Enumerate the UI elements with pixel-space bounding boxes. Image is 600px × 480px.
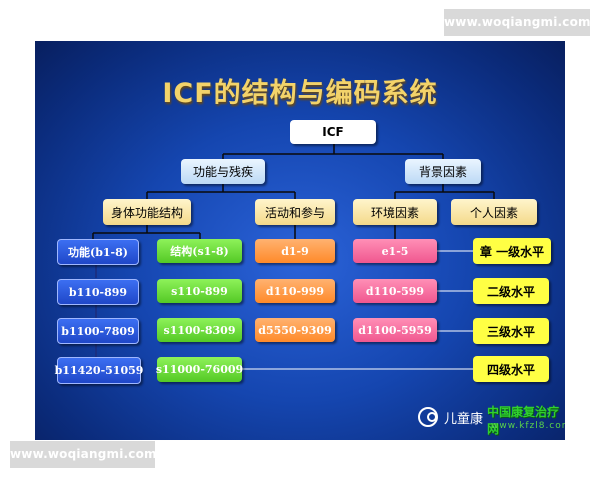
activity-level2: d110-999 bbox=[255, 279, 335, 303]
watermark-bottom: www.woqiangmi.com bbox=[10, 441, 157, 468]
environment-level3: d1100-5959 bbox=[353, 318, 437, 342]
level-label-4: 四级水平 bbox=[473, 356, 549, 382]
page-title: ICF的结构与编码系统 bbox=[162, 78, 438, 109]
category-functioning: 功能与残疾 bbox=[181, 159, 265, 184]
environment-level2: d110-599 bbox=[353, 279, 437, 303]
icf-slide: ICF的结构与编码系统 ICF 功能与残疾 背景因素 身体功能结构 活动和参与 … bbox=[35, 41, 565, 440]
connector-lines bbox=[92, 144, 495, 370]
body-structure-level3: s1100-8309 bbox=[157, 318, 242, 342]
level-label-2: 二级水平 bbox=[473, 278, 549, 304]
component-activity: 活动和参与 bbox=[255, 199, 335, 225]
level-label-1: 章 一级水平 bbox=[473, 238, 551, 264]
body-function-level4: b11420-51059 bbox=[55, 357, 143, 384]
body-function-level3: b1100-7809 bbox=[57, 318, 139, 344]
body-structure-level4: s11000-76009 bbox=[156, 357, 243, 382]
component-environment: 环境因素 bbox=[353, 199, 437, 225]
activity-level3: d5550-9309 bbox=[255, 318, 335, 342]
component-personal: 个人因素 bbox=[451, 199, 537, 225]
logo-site-url: www.kfzl8.com bbox=[491, 421, 565, 431]
watermark-top: www.woqiangmi.com bbox=[444, 9, 591, 36]
body-function-level2: b110-899 bbox=[57, 279, 139, 305]
body-structure-level1: 结构(s1-8) bbox=[157, 239, 242, 263]
wechat-logo: 儿童康 bbox=[418, 407, 483, 427]
body-structure-level2: s110-899 bbox=[157, 279, 242, 303]
activity-level1: d1-9 bbox=[255, 239, 335, 263]
level-label-3: 三级水平 bbox=[473, 318, 549, 344]
environment-level1: e1-5 bbox=[353, 239, 437, 263]
root-node-icf: ICF bbox=[290, 120, 376, 144]
wechat-icon bbox=[418, 407, 438, 427]
logo-text: 儿童康 bbox=[444, 411, 484, 427]
component-body: 身体功能结构 bbox=[103, 199, 191, 225]
body-function-level1: 功能(b1-8) bbox=[57, 239, 139, 265]
logo-site-name: 中国康复治疗网 bbox=[487, 405, 560, 436]
category-context: 背景因素 bbox=[405, 159, 481, 184]
